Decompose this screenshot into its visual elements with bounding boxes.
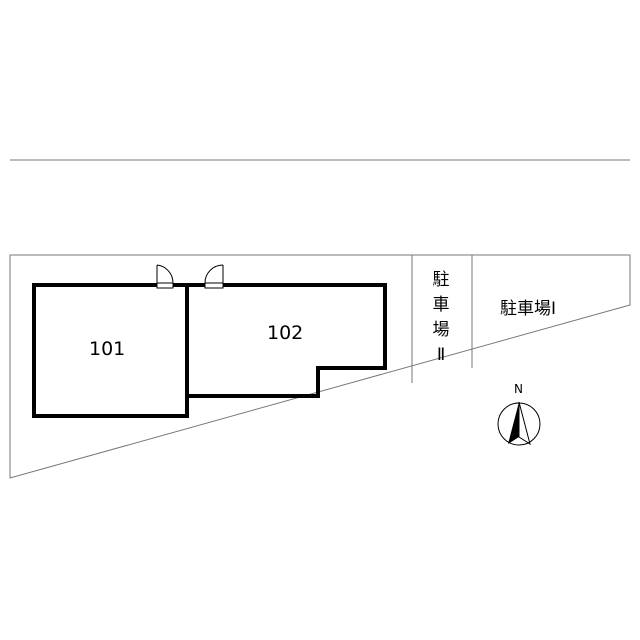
parking-2-label: 駐 車 場 Ⅱ: [429, 268, 453, 368]
parking-2-char: 車: [432, 295, 450, 315]
site-boundary: [9, 254, 631, 479]
door-101: [156, 264, 174, 289]
unit-102-label: 102: [267, 322, 304, 344]
unit-101-outline: [32, 283, 189, 418]
unit-101-label: 101: [89, 338, 126, 360]
parking-1-label: 駐車場Ⅰ: [500, 299, 557, 319]
north-compass: [497, 401, 541, 446]
north-letter: N: [514, 382, 523, 396]
parking-2-char: 駐: [432, 270, 450, 290]
door-102: [204, 264, 224, 289]
parking-2-char: Ⅱ: [436, 345, 446, 365]
unit-102-outline: [185, 283, 387, 398]
parking-2-char: 場: [432, 320, 450, 340]
